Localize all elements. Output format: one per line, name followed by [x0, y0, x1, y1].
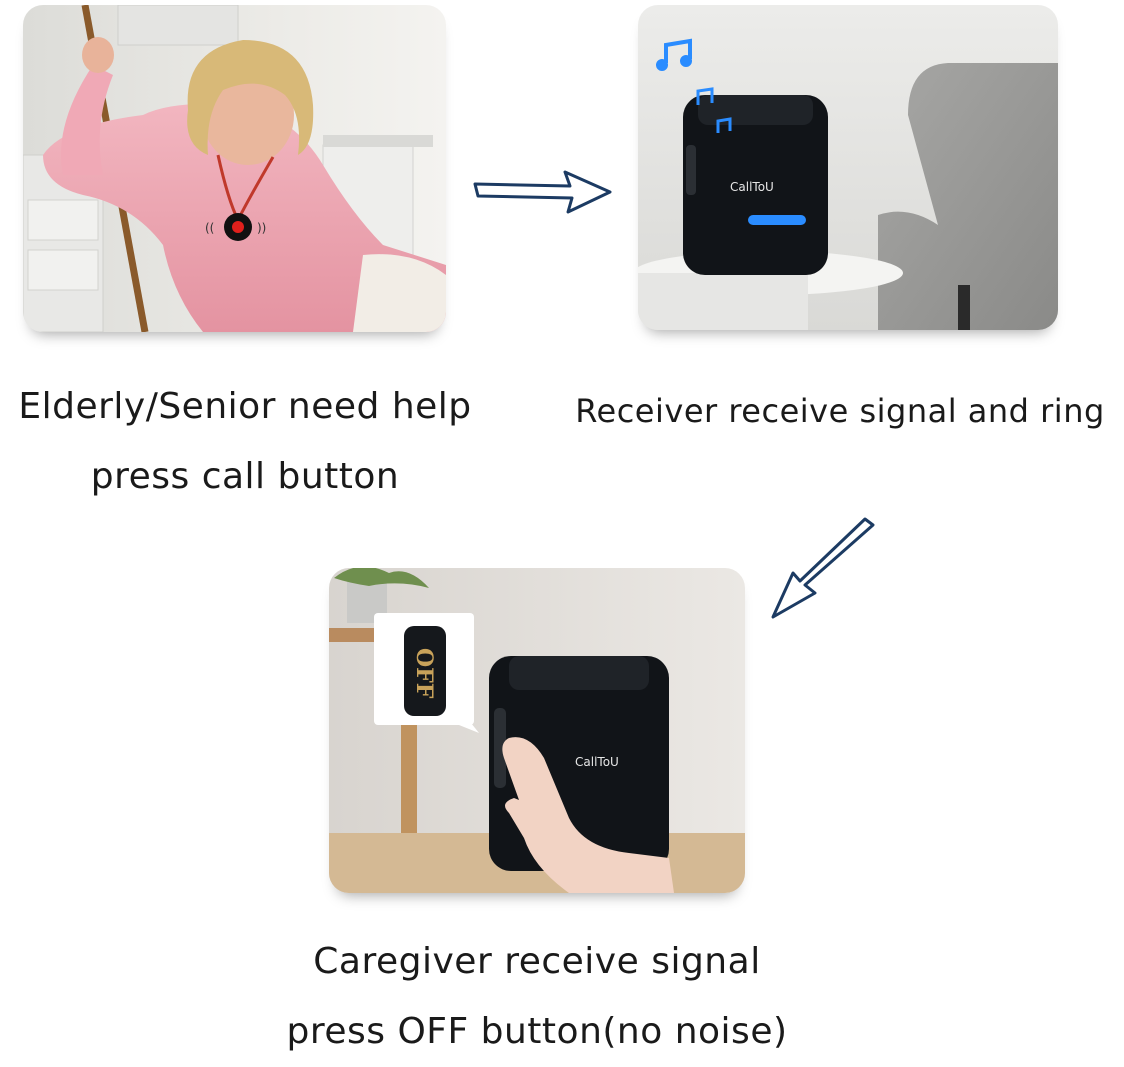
receiver-light — [748, 215, 806, 225]
off-button-label: OFF — [411, 648, 437, 699]
svg-text:)): )) — [257, 221, 266, 235]
step3-line2: press OFF button(no noise) — [286, 1011, 788, 1052]
music-note-icon — [656, 38, 732, 133]
device-brand-label-2: CallToU — [575, 755, 619, 769]
step1-line2: press call button — [90, 456, 400, 497]
arrow-down-left-icon — [765, 515, 885, 630]
elderly-woman-photo: (( )) — [23, 5, 446, 332]
step1-line1: Elderly/Senior need help — [18, 386, 472, 427]
step1-caption: Elderly/Senior need help press call butt… — [0, 372, 490, 512]
svg-text:((: (( — [205, 221, 214, 235]
step3-caption: Caregiver receive signal press OFF butto… — [232, 927, 842, 1067]
call-button-pendant — [232, 221, 244, 233]
arrow-right-icon — [470, 160, 620, 220]
step2-line1: Receiver receive signal and ring — [575, 392, 1105, 430]
device-brand-label: CallToU — [730, 180, 774, 194]
step3-line1: Caregiver receive signal — [313, 941, 761, 982]
step2-caption: Receiver receive signal and ring — [556, 376, 1124, 446]
caregiver-photo: CallToU OFF — [329, 568, 745, 893]
receiver-photo: CallToU — [638, 5, 1058, 330]
